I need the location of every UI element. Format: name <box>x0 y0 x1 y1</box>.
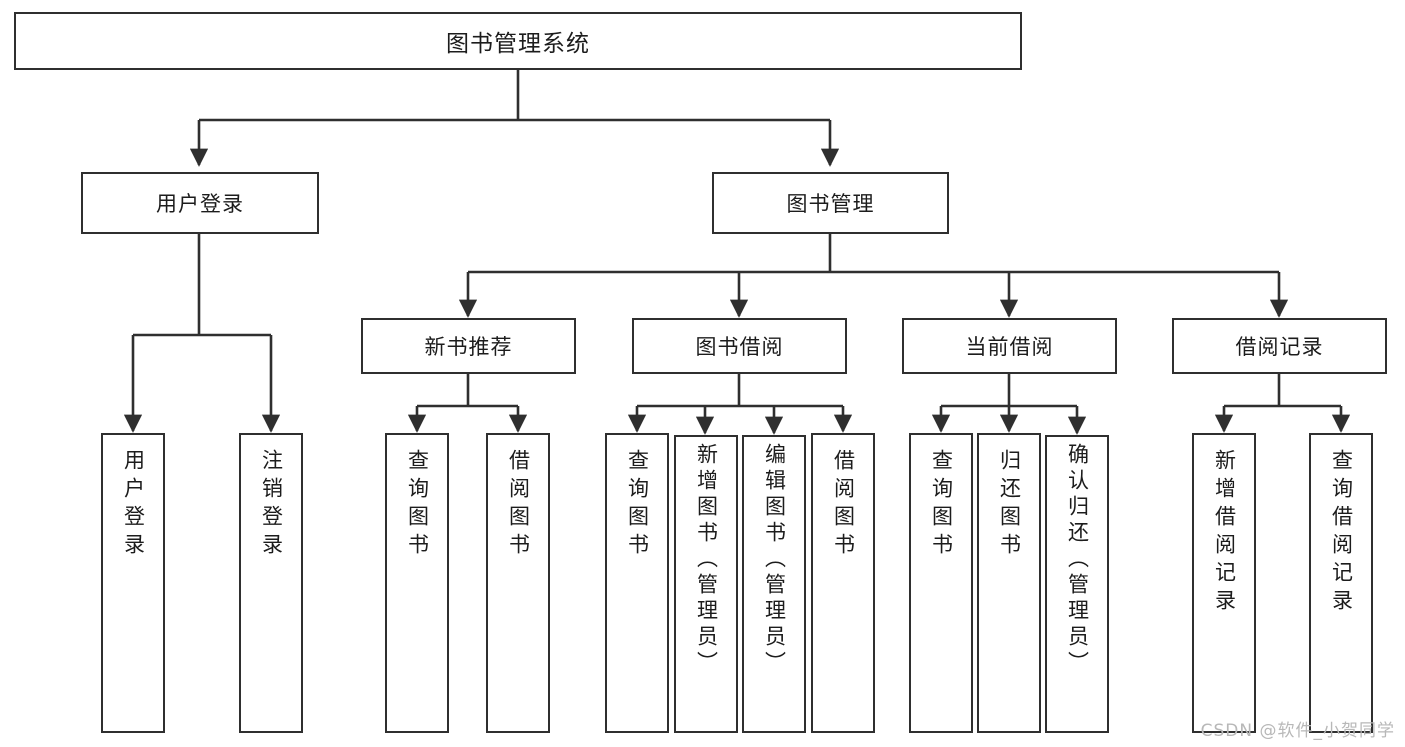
node-user-login[interactable]: 用户登录 <box>81 172 319 234</box>
leaf-add-book-admin[interactable]: 新增图书（管理员） <box>674 435 738 733</box>
node-label: 图书借阅 <box>695 335 784 359</box>
node-label: 归还图书 <box>997 449 1022 561</box>
node-label: 用户登录 <box>156 192 244 216</box>
node-label: 新增借阅记录 <box>1212 449 1237 617</box>
leaf-logout[interactable]: 注销登录 <box>239 433 303 733</box>
node-label: 借阅记录 <box>1235 335 1324 359</box>
node-root-book-management-system[interactable]: 图书管理系统 <box>14 12 1022 70</box>
node-label: 查询图书 <box>625 449 650 561</box>
node-current-borrow[interactable]: 当前借阅 <box>902 318 1117 374</box>
leaf-query-book-current[interactable]: 查询图书 <box>909 433 973 733</box>
leaf-borrow-book[interactable]: 借阅图书 <box>811 433 875 733</box>
node-label: 新书推荐 <box>424 335 513 359</box>
csdn-watermark: CSDN @软件_小贺同学 <box>1200 721 1395 741</box>
leaf-add-borrow-record[interactable]: 新增借阅记录 <box>1192 433 1256 733</box>
node-label: 确认归还（管理员） <box>1065 443 1090 677</box>
node-label: 新增图书（管理员） <box>694 443 719 677</box>
node-label: 用户登录 <box>121 449 146 561</box>
node-label: 注销登录 <box>259 449 284 561</box>
node-label: 借阅图书 <box>506 449 531 561</box>
leaf-query-book-new-rec[interactable]: 查询图书 <box>385 433 449 733</box>
leaf-edit-book-admin[interactable]: 编辑图书（管理员） <box>742 435 806 733</box>
node-label: 图书管理系统 <box>446 31 590 57</box>
leaf-query-borrow-record[interactable]: 查询借阅记录 <box>1309 433 1373 733</box>
node-label: 查询图书 <box>405 449 430 561</box>
node-book-borrow[interactable]: 图书借阅 <box>632 318 847 374</box>
leaf-user-login[interactable]: 用户登录 <box>101 433 165 733</box>
leaf-borrow-book-new-rec[interactable]: 借阅图书 <box>486 433 550 733</box>
node-label: 编辑图书（管理员） <box>762 443 787 677</box>
node-book-manage[interactable]: 图书管理 <box>712 172 949 234</box>
node-new-book-recommendation[interactable]: 新书推荐 <box>361 318 576 374</box>
leaf-confirm-return-admin[interactable]: 确认归还（管理员） <box>1045 435 1109 733</box>
node-label: 当前借阅 <box>965 335 1054 359</box>
leaf-query-book-borrow[interactable]: 查询图书 <box>605 433 669 733</box>
node-label: 查询借阅记录 <box>1329 449 1354 617</box>
node-label: 查询图书 <box>929 449 954 561</box>
node-borrow-record[interactable]: 借阅记录 <box>1172 318 1387 374</box>
node-label: 借阅图书 <box>831 449 856 561</box>
node-label: 图书管理 <box>786 192 875 216</box>
leaf-return-book[interactable]: 归还图书 <box>977 433 1041 733</box>
